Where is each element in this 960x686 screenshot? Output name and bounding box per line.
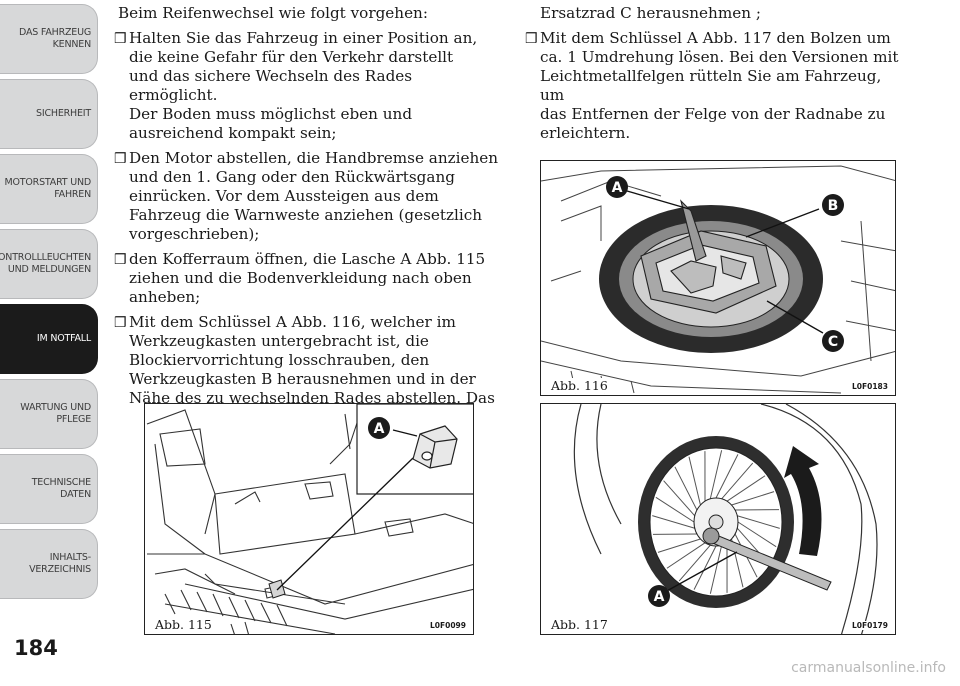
label-b-badge [822, 194, 844, 216]
tab-das-fahrzeug-kennen[interactable]: DAS FAHRZEUG KENNEN [0, 4, 98, 74]
list-item: ❒ Mit dem Schlüssel A Abb. 116, welcher … [114, 313, 504, 408]
page-number: 184 [14, 636, 58, 660]
label-a-badge [648, 585, 670, 607]
label-b-text: B [828, 198, 839, 214]
rim-spoke [693, 545, 717, 590]
label-c-badge [822, 330, 844, 352]
figure-caption: Abb. 116 [549, 378, 610, 393]
label-a-badge [368, 417, 390, 439]
rim-spoke [678, 544, 711, 582]
figure-caption: Abb. 115 [153, 617, 214, 632]
rim-spoke [652, 515, 695, 529]
list-item: ❒ Halten Sie das Fahrzeug in einer Posit… [114, 29, 504, 143]
list-item-text: ca. 1 Umdrehung lösen. Bei den Versionen… [540, 48, 899, 142]
right-column: Ersatzrad C herausnehmen ; ❒ Mit dem Sch… [525, 4, 905, 149]
tab-technische-daten[interactable]: TECHNISCHE DATEN [0, 454, 98, 524]
list-item-text: Werkzeugkasten untergebracht ist, die Bl… [129, 332, 495, 407]
rim-spoke [657, 538, 701, 553]
list-item-text: ziehen und die Bodenverkleidung nach obe… [129, 269, 472, 306]
tab-kontrollleuchten[interactable]: KONTROLLLEUCHTEN UND MELDUNGEN [0, 229, 98, 299]
leader-lines [626, 190, 824, 334]
spare-wheel-illustration: A B C [541, 165, 895, 394]
checkbox-bullet-icon: ❒ [114, 151, 127, 167]
leader-line [276, 457, 414, 591]
checkbox-bullet-icon: ❒ [114, 31, 127, 47]
rim-spoke [737, 515, 780, 529]
list-item-text: Halten Sie das Fahrzeug in einer Positio… [129, 29, 478, 47]
rim-spoke [674, 466, 698, 511]
label-a-text: A [612, 180, 623, 196]
rim-spoke [731, 491, 775, 506]
tab-im-notfall[interactable]: IM NOTFALL [0, 304, 98, 374]
rim-spoke [709, 545, 723, 594]
rim-spoke [737, 521, 777, 548]
leader-line [392, 429, 418, 437]
left-column: Beim Reifenwechsel wie folgt vorgehen: ❒… [114, 4, 504, 414]
checkbox-bullet-icon: ❒ [114, 315, 127, 331]
tab-wartung-und-pflege[interactable]: WARTUNG UND PFLEGE [0, 379, 98, 449]
list-item: ❒ den Kofferraum öffnen, die Lasche A Ab… [114, 250, 504, 307]
list-item-text: Mit dem Schlüssel A Abb. 116, welcher im [129, 313, 456, 331]
checkbox-bullet-icon: ❒ [114, 252, 127, 268]
figure-code: L0F0183 [851, 382, 889, 391]
checkbox-bullet-icon: ❒ [525, 31, 538, 47]
figure-code: L0F0099 [429, 621, 467, 630]
tab-motorstart-und-fahren[interactable]: MOTORSTART UND FAHREN [0, 154, 98, 224]
label-a-text: A [374, 421, 385, 437]
rim-spoke [721, 462, 754, 500]
rim-spoke [709, 450, 723, 499]
list-item-text: den Kofferraum öffnen, die Lasche A Abb.… [129, 250, 486, 268]
intro-text: Beim Reifenwechsel wie folgt vorgehen: [118, 4, 428, 22]
rim-spoke [663, 480, 696, 517]
rotation-arrow-icon [784, 446, 822, 556]
tab-sicherheit[interactable]: SICHERHEIT [0, 79, 98, 149]
list-item: ❒ Mit dem Schlüssel A Abb. 117 den Bolze… [525, 29, 905, 143]
continuation-text: Ersatzrad C herausnehmen ; [540, 4, 761, 22]
rim-spoke [655, 496, 695, 523]
tab-detail-illustration [412, 425, 458, 469]
rim-spokes [652, 450, 780, 594]
tab-inhaltsverzeichnis[interactable]: INHALTS- VERZEICHNIS [0, 529, 98, 599]
wheel-bolt-illustration: A [573, 404, 878, 634]
label-c-text: C [828, 334, 838, 350]
figure-code: L0F0179 [851, 621, 889, 630]
list-item-text: Mit dem Schlüssel A Abb. 117 den Bolzen … [540, 29, 891, 47]
label-a-text: A [654, 589, 665, 605]
figure-115: A Abb. 115 L0F0099 [144, 403, 474, 635]
tool-kit [640, 199, 777, 314]
trunk-illustration: A [146, 404, 473, 634]
list-item: ❒ Den Motor abstellen, die Handbremse an… [114, 149, 504, 244]
lifting-tab [268, 579, 286, 599]
list-item-text: Den Motor abstellen, die Handbremse anzi… [129, 149, 499, 167]
figure-117: A Abb. 117 L0F0179 [540, 403, 896, 635]
rim-spoke [666, 542, 706, 569]
list-item-text: die keine Gefahr für den Verkehr darstel… [129, 48, 454, 142]
watermark: carmanualsonline.info [791, 660, 946, 676]
wheel-wrench [702, 527, 832, 591]
figure-caption: Abb. 117 [549, 617, 610, 632]
figure-116: A B C Abb. 116 L0F0183 [540, 160, 896, 396]
leader-line [664, 551, 738, 593]
rim-spoke [726, 475, 766, 502]
rim-spoke [715, 454, 739, 499]
rim-spoke [688, 456, 701, 506]
list-item-text: und den 1. Gang oder den Rückwärtsgang e… [129, 168, 482, 243]
label-a-badge [606, 176, 628, 198]
